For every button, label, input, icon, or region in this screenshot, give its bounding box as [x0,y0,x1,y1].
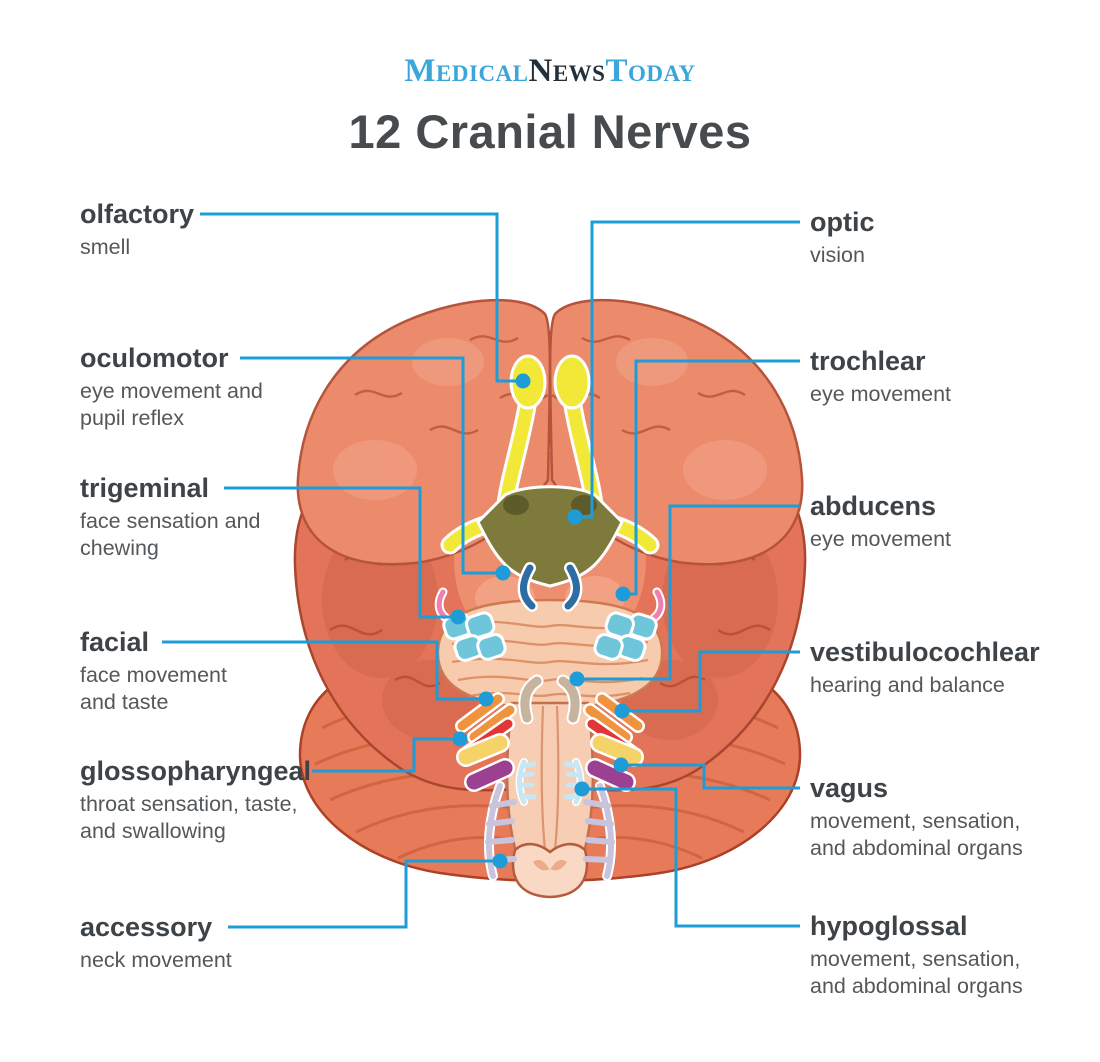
nerve-name: accessory [80,912,213,942]
nerve-function: eye movement and pupil reflex [80,379,263,430]
leader-abducens [582,504,800,681]
nerve-label-vestibulocochlear: vestibulocochlear hearing and balance [810,635,1040,699]
logo-part-medical: Medical [404,53,529,89]
nerve-label-trigeminal: trigeminal face sensation and chewing [80,471,290,562]
nerve-function: movement, sensation, and abdominal organ… [810,809,1023,860]
leader-accessory [228,859,495,929]
nerve-name: trochlear [810,346,926,376]
nerve-name: trigeminal [80,473,210,503]
nerve-name: optic [810,207,875,237]
nerve-name: vagus [810,773,889,803]
oculomotor-nerve [517,562,583,612]
nerve-function: face movement and taste [80,663,227,714]
leader-vestibulocochlear [627,650,800,713]
nerve-label-glossopharyngeal: glossopharyngeal throat sensation, taste… [80,754,325,845]
logo-part-today: Today [605,53,696,89]
spinal-cord-cross-section [511,842,589,899]
nerve-function: eye movement [810,382,952,406]
leader-dots [450,373,631,869]
trigeminal-nerve [442,611,658,662]
nerve-label-hypoglossal: hypoglossal movement, sensation, and abd… [810,909,1050,1000]
nerve-name: glossopharyngeal [80,756,312,786]
nerve-name: olfactory [80,199,195,229]
nerve-label-oculomotor: oculomotor eye movement and pupil reflex [80,341,290,432]
medical-news-today-logo: MedicalNewsToday [0,53,1100,90]
leader-hypoglossal [587,787,800,928]
vagus-nerve [464,758,636,792]
nerve-name: facial [80,627,150,657]
leader-trochlear [628,359,800,596]
nerve-function: eye movement [810,527,952,551]
leader-glossopharyngeal [312,737,455,773]
nerve-label-facial: facial face movement and taste [80,625,255,716]
leader-oculomotor [240,356,498,575]
leader-lines [162,212,800,929]
page-title: 12 Cranial Nerves [348,105,752,158]
nerve-name: vestibulocochlear [810,637,1040,667]
nerve-function: hearing and balance [810,673,1005,697]
accessory-nerve [483,781,617,881]
frontal-lobes [296,298,804,566]
nerve-label-optic: optic vision [810,205,875,269]
nerve-name: oculomotor [80,343,229,373]
leader-optic [580,220,800,519]
nerve-name: hypoglossal [810,911,968,941]
nerve-label-abducens: abducens eye movement [810,489,951,553]
abducens-nerve [518,674,582,725]
leader-facial [162,640,481,701]
leader-vagus [626,763,800,790]
nerve-label-vagus: vagus movement, sensation, and abdominal… [810,771,1050,862]
nerve-name: abducens [810,491,937,521]
leader-olfactory [200,212,518,383]
nerve-function: face sensation and chewing [80,509,261,560]
nerve-label-accessory: accessory neck movement [80,910,232,974]
nerve-function: smell [80,235,131,259]
nerve-label-trochlear: trochlear eye movement [810,344,951,408]
nerve-label-olfactory: olfactory smell [80,197,194,261]
nerve-function: throat sensation, taste, and swallowing [80,792,298,843]
glossopharyngeal-nerve [456,733,644,767]
olfactory-bulb-right [553,354,591,410]
leader-trigeminal [224,486,453,619]
nerve-function: vision [810,243,865,267]
nerve-function: movement, sensation, and abdominal organ… [810,947,1023,998]
logo-part-news: News [528,53,606,89]
nerve-function: neck movement [80,948,232,972]
medulla-oblongata [505,701,595,899]
